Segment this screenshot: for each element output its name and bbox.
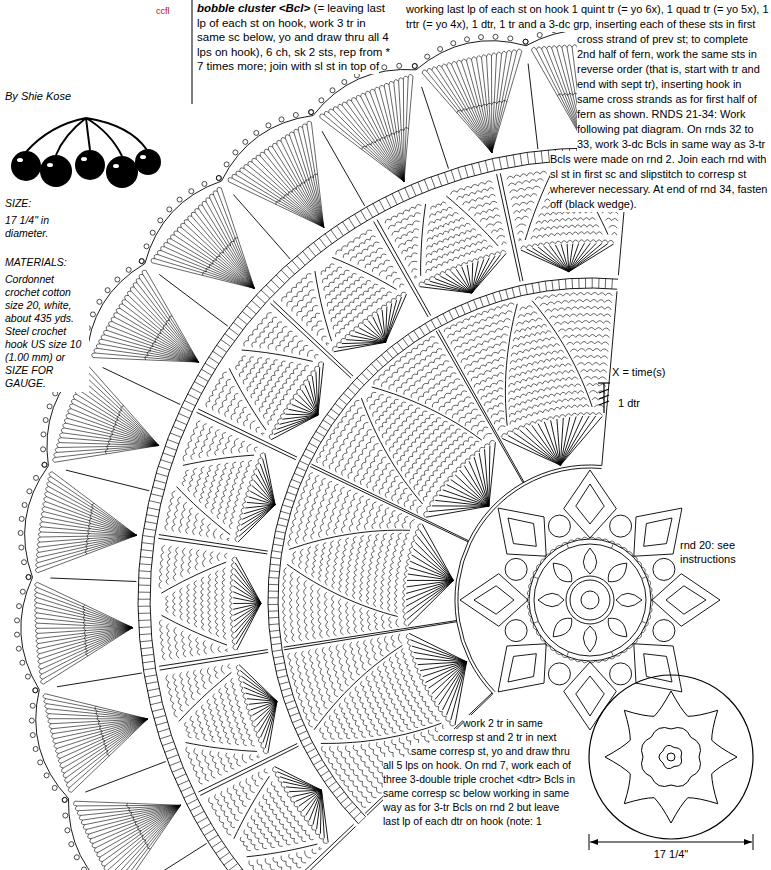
dimension-arrow [744,839,752,845]
size-schematic [589,675,753,850]
materials-note: SIZE: [5,195,89,212]
column-rule [192,0,193,104]
stitch-top [598,382,610,383]
instruction-text: working last lp of each st on hook 1 qui… [406,1,769,212]
dimension-line [590,842,752,843]
cherry-highlight [81,157,87,161]
dimension-tick [589,834,590,850]
legend-note-block: X = time(s) [612,366,702,379]
dimension-label: 17 1/4" [654,846,689,862]
cherry-stems [26,118,147,156]
symbol-key: 1 dtr [618,395,640,411]
symbol-key-block: 1 dtr [618,397,678,410]
watermark: ccfl [156,4,170,18]
watermark-block: ccfl [156,6,192,17]
cherry-icon [11,118,161,188]
picot-edge [15,24,642,870]
schematic-center [659,745,682,768]
cherry-highlight [17,158,23,162]
round-note: rnd 20: see instructions [680,537,736,567]
doily-outline [589,675,753,839]
author-credit: By Shie Kose [5,88,71,104]
stitch-slash [599,401,609,405]
cherry [106,156,138,188]
legend-note: X = time(s) [612,364,665,380]
materials-note: Cordonnet crochet cotton size 20, white,… [5,271,89,392]
materials-note: 17 1/4" in diameter. [5,212,89,242]
cherry-highlight [113,164,119,168]
schematic-star [605,691,737,823]
dimension-label-block: 17 1/4" [641,848,701,861]
dimension-arrow [590,839,598,845]
materials-note-block: SIZE:17 1/4" in diameter. MATERIALS:Cordo… [5,195,89,392]
stitch-stem [603,383,604,413]
cherry [40,155,72,187]
round-note-block: rnd 20: see instructions [680,538,754,566]
cherry [11,151,41,181]
stitch-slash [599,395,609,399]
instruction-text-block: bobble cluster <Bcl>(= leaving last lp o… [197,1,391,74]
dimension-tick [753,834,754,850]
author-credit-block: By Shie Kose [5,90,125,103]
text-wrap-spacer [405,2,577,422]
instruction-text-block: work 2 tr in same corresp st and 2 tr in… [383,716,578,828]
cherry-highlight [140,155,146,159]
cherry [135,149,161,175]
dtr-symbol [598,383,610,413]
instruction-text: bobble cluster <Bcl> [197,0,310,16]
instruction-text: work 2 tr in same corresp st and 2 tr in… [383,715,575,829]
stitch-slash [599,389,609,393]
cherry-highlight [47,163,53,167]
cherry [75,150,105,180]
schematic-lobes [642,728,701,787]
instruction-text-block: working last lp of each st on hook 1 qui… [405,2,769,422]
materials-note: MATERIALS: [5,254,89,271]
